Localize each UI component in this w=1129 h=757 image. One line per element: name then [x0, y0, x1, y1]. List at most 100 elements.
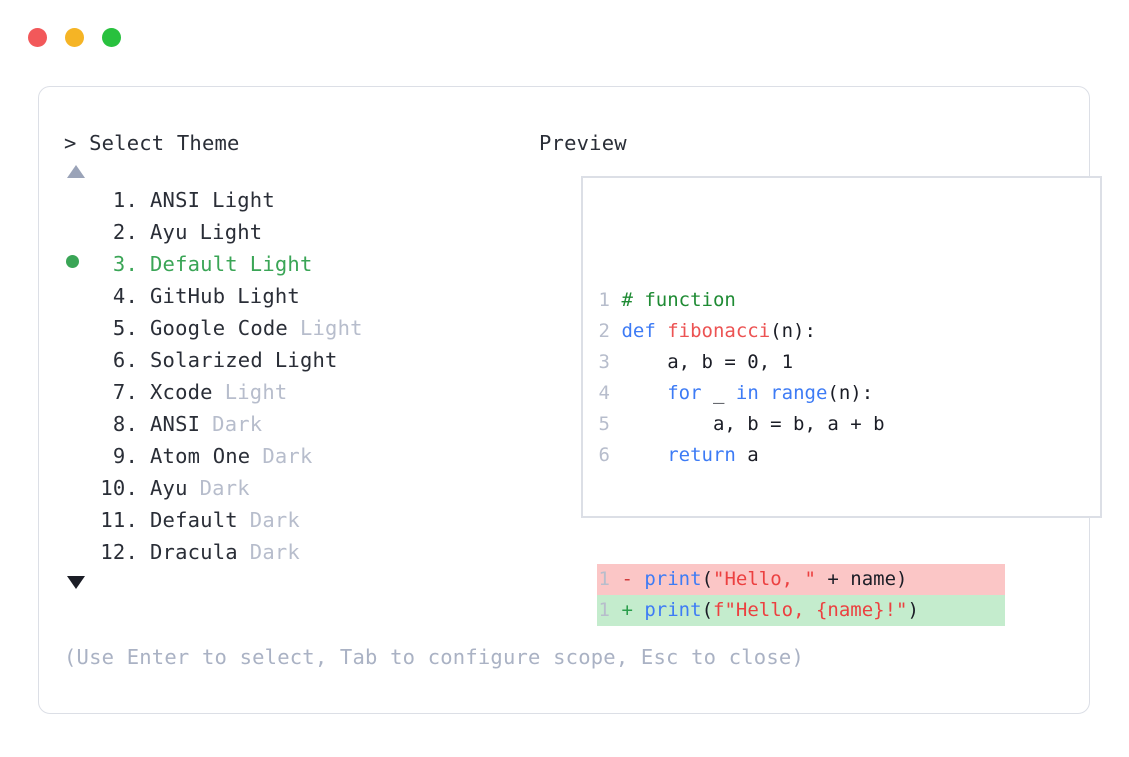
code-token-plain: (n): [827, 382, 874, 404]
code-token-kw: return [667, 444, 736, 466]
theme-item-variant: Dark [249, 540, 300, 564]
code-line-number: 3 [598, 351, 610, 373]
theme-list-item[interactable]: 1. ANSI Light [64, 184, 529, 216]
theme-item-variant: Dark [262, 444, 313, 468]
minimize-window-button[interactable] [65, 28, 84, 47]
diff-line-del: 1 - print("Hello, " + name) [597, 564, 1005, 595]
preview-title: Preview [539, 131, 627, 155]
select-theme-title: > Select Theme [64, 131, 240, 155]
theme-item-variant: Dark [249, 508, 300, 532]
theme-item-index: 4. [112, 284, 138, 308]
code-token-plain: a, b = b, a + b [621, 413, 885, 435]
code-line: 1 # function [597, 285, 1005, 316]
theme-item-name: ANSI [150, 188, 201, 212]
theme-item-name: Dracula [150, 540, 238, 564]
theme-item-index: 5. [112, 316, 138, 340]
theme-item-variant: Light [224, 380, 288, 404]
theme-list-item[interactable]: 6. Solarized Light [64, 344, 529, 376]
theme-item-variant: Light [237, 284, 300, 308]
theme-item-variant: Light [199, 220, 263, 244]
triangle-down-icon[interactable] [67, 576, 85, 589]
theme-item-index: 8. [112, 412, 138, 436]
code-token-plain: ) [907, 599, 919, 621]
theme-item-index: 11. [100, 508, 138, 532]
code-token-plain: a [735, 444, 759, 466]
diff-lines: 1 - print("Hello, " + name)1 + print(f"H… [597, 564, 1005, 626]
code-token-plain [621, 382, 667, 404]
theme-list-item[interactable]: 8. ANSI Dark [64, 408, 529, 440]
code-token-plain [621, 444, 667, 466]
code-token-plain: , [758, 351, 782, 373]
theme-list-item[interactable]: 3. Default Light [64, 248, 529, 280]
diff-line-number: 1 [598, 568, 610, 590]
theme-item-name: Google Code [150, 316, 288, 340]
theme-item-variant: Light [299, 316, 363, 340]
theme-item-name: Solarized [150, 348, 263, 372]
theme-item-index: 3. [112, 252, 138, 276]
code-line: 2 def fibonacci(n): [597, 316, 1005, 347]
theme-list-item[interactable]: 12. Dracula Dark [64, 536, 529, 568]
code-line: 4 for _ in range(n): [597, 378, 1005, 409]
code-line-number: 5 [598, 413, 610, 435]
diff-line-add: 1 + print(f"Hello, {name}!") [597, 595, 1005, 626]
code-token-kw: print [644, 599, 702, 621]
theme-item-variant: Light [274, 348, 338, 372]
code-token-kw: def [621, 320, 668, 342]
theme-item-name: Ayu [150, 220, 188, 244]
diff-sign: - [621, 568, 633, 590]
theme-item-name: ANSI [150, 412, 201, 436]
theme-item-name: Xcode [150, 380, 213, 404]
theme-item-index: 6. [112, 348, 138, 372]
theme-item-name: Default [150, 252, 238, 276]
code-line: 6 return a [597, 440, 1005, 471]
selected-bullet-icon [66, 255, 79, 268]
code-token-plain: _ [701, 382, 736, 404]
code-line: 3 a, b = 0, 1 [597, 347, 1005, 378]
code-token-num: 0 [747, 351, 759, 373]
code-token-kw: in range [735, 382, 828, 404]
code-line-number: 1 [598, 289, 610, 311]
theme-item-index: 12. [100, 540, 138, 564]
code-token-comment: # function [621, 289, 736, 311]
code-token-plain: ( [701, 599, 714, 621]
code-token-kw: for [667, 382, 702, 404]
maximize-window-button[interactable] [102, 28, 121, 47]
theme-item-variant: Dark [199, 476, 250, 500]
diff-line-number: 1 [598, 599, 610, 621]
diff-sign: + [621, 599, 633, 621]
code-token-plain: a, b = [621, 351, 748, 373]
theme-item-variant: Light [249, 252, 313, 276]
theme-item-index: 1. [112, 188, 138, 212]
code-token-plain: (n): [770, 320, 816, 342]
theme-item-name: Ayu [150, 476, 188, 500]
theme-list-item[interactable]: 5. Google Code Light [64, 312, 529, 344]
close-window-button[interactable] [28, 28, 47, 47]
theme-item-variant: Dark [212, 412, 263, 436]
code-token-num: 1 [781, 351, 794, 373]
keyboard-hint: (Use Enter to select, Tab to configure s… [64, 645, 804, 669]
code-token-fn: fibonacci [667, 320, 771, 342]
code-token-plain: ( [701, 568, 714, 590]
code-line-number: 2 [598, 320, 610, 342]
code-token-str: f"Hello, {name}!" [713, 599, 908, 621]
code-token-plain: + name) [815, 568, 908, 590]
theme-item-variant: Light [212, 188, 275, 212]
window-traffic-lights [28, 28, 121, 47]
triangle-up-icon[interactable] [67, 165, 85, 178]
code-line: 5 a, b = b, a + b [597, 409, 1005, 440]
theme-item-index: 9. [112, 444, 138, 468]
code-line-number: 6 [598, 444, 610, 466]
